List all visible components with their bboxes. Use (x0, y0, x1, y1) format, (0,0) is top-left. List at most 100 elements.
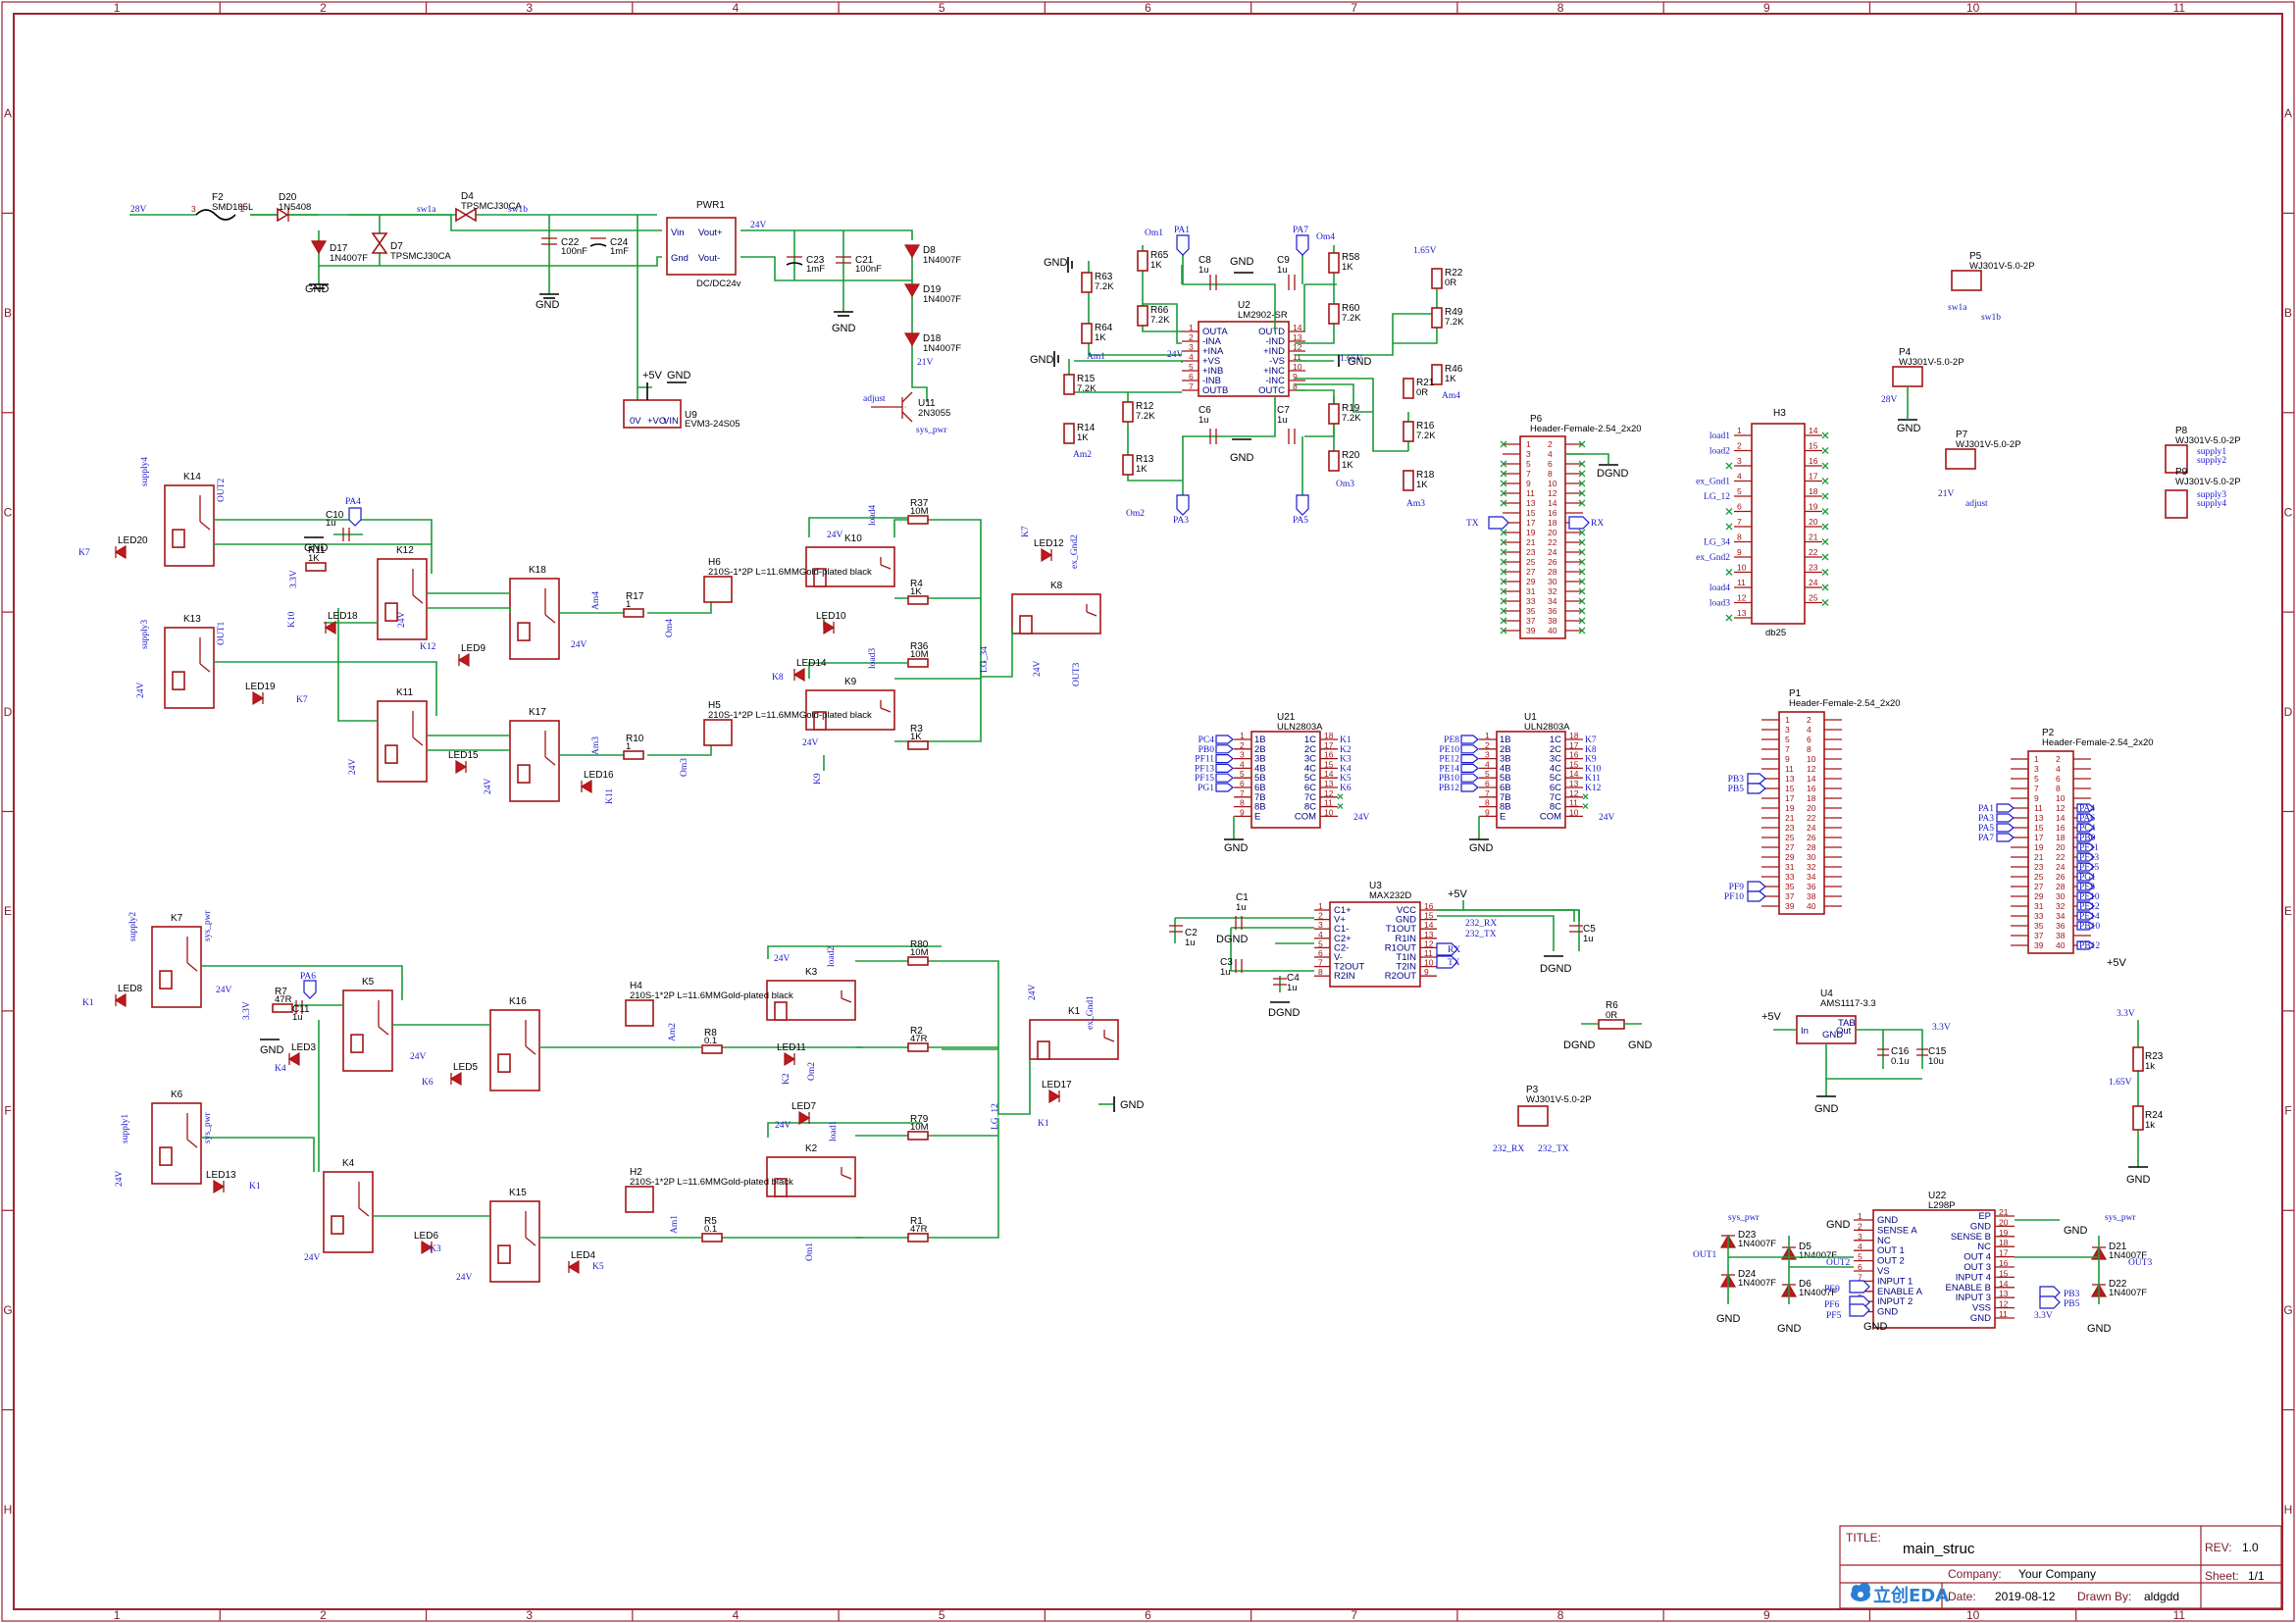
resistor-value: 0.1 (704, 1224, 717, 1235)
row-label: B (4, 306, 12, 320)
svg-text:U21: U21 (1277, 712, 1296, 723)
pin-number: 4 (1858, 1242, 1862, 1251)
u9-value: EVM3-24S05 (685, 419, 740, 430)
pin-number: 10 (1324, 807, 1334, 817)
resistor-value: 47R (275, 994, 292, 1005)
header-2p (625, 1186, 654, 1213)
resistor-ref: R7 (275, 987, 287, 997)
svg-text:1u: 1u (1199, 265, 1209, 276)
pin-number: 35 (2034, 921, 2044, 931)
net-label: K12 (420, 642, 436, 652)
net-label: 24V (348, 759, 358, 776)
led (114, 992, 127, 1008)
net-label: Am1 (670, 1215, 680, 1234)
resistor-ref: R80 (910, 939, 929, 950)
relay-k4: K4 (323, 1158, 374, 1253)
resistor-ref: R36 (910, 641, 929, 652)
pin-number: 3 (1526, 449, 1531, 459)
svg-text:WJ301V-5.0-2P: WJ301V-5.0-2P (1526, 1094, 1592, 1105)
resistor (907, 1131, 929, 1141)
svg-text:Am3: Am3 (1406, 499, 1425, 509)
svg-text:U1: U1 (1524, 712, 1537, 723)
pin-number: 5 (1189, 362, 1194, 372)
pin-number: 16 (1999, 1258, 2009, 1268)
svg-text:RX: RX (1448, 945, 1460, 955)
svg-text:3.3V: 3.3V (2034, 1311, 2053, 1321)
net-label: 24V (571, 640, 587, 650)
resistor (1431, 307, 1443, 329)
column-label: 3 (526, 1, 533, 15)
pin-name: +VS (1202, 356, 1220, 367)
pin-name: 5C (1304, 773, 1316, 784)
svg-text:GND: GND (1863, 1321, 1888, 1333)
relay-k14: K14 (164, 472, 215, 567)
pin-number: 31 (1526, 586, 1536, 596)
pin-number: 29 (1526, 577, 1536, 586)
pin-number: 28 (1548, 567, 1557, 577)
svg-text:232_RX: 232_RX (1465, 919, 1497, 929)
svg-text:1.65V: 1.65V (2109, 1078, 2132, 1088)
pin-number: 17 (1809, 472, 1818, 482)
pin-number: 2 (1240, 740, 1245, 750)
pin-name: OUT 3 (1964, 1262, 1991, 1273)
pin-number: 14 (1548, 498, 1557, 508)
pin-number: 32 (1807, 862, 1816, 872)
svg-text:C15: C15 (1928, 1046, 1947, 1057)
resistor-value: 10M (910, 506, 929, 517)
pin-number: 7 (1318, 958, 1323, 968)
relay-ref: K8 (1050, 581, 1063, 591)
pin-number: 12 (1737, 593, 1747, 603)
cap-ref: C11 (292, 1004, 310, 1015)
pin-number: 13 (2034, 813, 2044, 823)
header-value: 210S-1*2P L=11.6MMGold-plated black (708, 567, 872, 578)
resistor-value: 7.2K (1095, 281, 1114, 292)
pin-name: 4B (1500, 763, 1511, 774)
pin-number: 15 (1785, 784, 1795, 793)
resistor (1063, 423, 1075, 444)
pin-number: 28 (1807, 842, 1816, 852)
pin-number: 10 (1737, 563, 1747, 573)
net-label: Om2 (807, 1062, 817, 1081)
net-24v: 24V (750, 221, 767, 230)
row-label: B (2284, 306, 2292, 320)
resistor (1122, 454, 1134, 476)
port-label: PB5 (1728, 785, 1745, 794)
gnd-label: GND (1469, 842, 1494, 854)
port-label: PA1 (1978, 804, 1994, 814)
d8-ref: D8 (923, 245, 936, 256)
f2-ref: F2 (212, 192, 224, 203)
resistor-ref: R1 (910, 1216, 923, 1227)
sheet-label: Sheet: (2205, 1569, 2239, 1583)
pin-name: T2OUT (1334, 962, 1364, 973)
pin-number: 5 (1240, 769, 1245, 779)
resistor (907, 740, 929, 750)
resistor-value: 1K (1077, 432, 1089, 443)
pin-number: 11 (1785, 764, 1794, 774)
header-2p (703, 719, 733, 746)
pin-name: -INC (1265, 376, 1285, 386)
pin-number: 8 (1548, 469, 1553, 479)
svg-text:GND: GND (1230, 256, 1254, 268)
pin-name: -INB (1202, 376, 1221, 386)
diode-value: 1N4007F (1738, 1239, 1776, 1249)
port-label: PA4 (2079, 804, 2095, 814)
gnd-symbol: GND (1338, 355, 1372, 368)
resistor (907, 595, 929, 605)
pin-name: 7B (1500, 792, 1511, 803)
gnd-symbol: GND (667, 370, 691, 383)
svg-text:supply2: supply2 (2197, 456, 2226, 466)
pin-name: 1B (1500, 735, 1511, 745)
pin-name: +INB (1202, 366, 1223, 377)
svg-text:GND: GND (1826, 1219, 1851, 1231)
column-label: 4 (733, 1608, 740, 1622)
resistor (272, 1003, 293, 1013)
net-label: 3.3V (242, 1001, 252, 1020)
svg-text:1u: 1u (1220, 967, 1231, 978)
title-label: TITLE: (1846, 1531, 1881, 1545)
pin-name: OUT 2 (1877, 1256, 1905, 1267)
net-label: 24V (1599, 813, 1615, 823)
pin-number: 10 (1293, 362, 1302, 372)
c23-ref: C23 (806, 255, 825, 266)
resistor-value: 1K (1150, 260, 1162, 271)
